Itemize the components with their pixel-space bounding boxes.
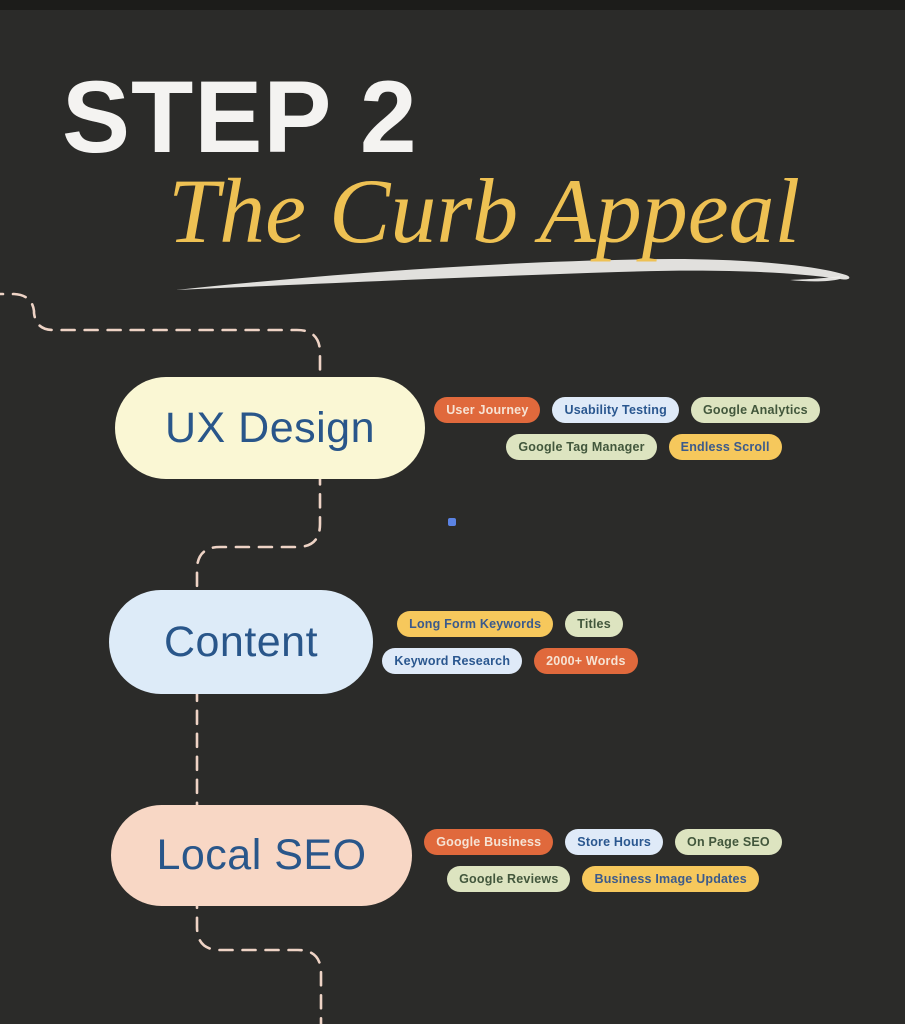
tag-titles: Titles [565,611,623,637]
tag-row: Keyword Research 2000+ Words [382,648,638,674]
tag-store-hours: Store Hours [565,829,664,855]
tag-long-form-keywords: Long Form Keywords [397,611,554,637]
tag-keyword-research: Keyword Research [382,648,523,674]
cursor-artifact-dot [448,518,456,526]
node-label: UX Design [164,403,376,452]
tag-google-tag-manager: Google Tag Manager [506,434,657,460]
node-content: Content [109,590,373,694]
node-local-seo: Local SEO [111,805,412,906]
tag-google-analytics: Google Analytics [690,397,820,423]
subtitle: The Curb Appeal [168,160,801,262]
tag-row: Google Reviews Business Image Updates [447,866,759,892]
tag-google-reviews: Google Reviews [447,866,571,892]
tag-2000-words: 2000+ Words [534,648,638,674]
tag-google-business: Google Business [424,829,554,855]
step-title: STEP 2 [62,60,418,174]
tag-on-page-seo: On Page SEO [675,829,782,855]
top-edge-strip [0,0,905,10]
chalk-underline-swoosh [176,259,850,290]
tag-row: Google Business Store Hours On Page SEO [424,829,782,855]
tag-row: Long Form Keywords Titles [397,611,623,637]
tag-endless-scroll: Endless Scroll [668,434,782,460]
tag-usability-testing: Usability Testing [552,397,679,423]
tag-row: User Journey Usability Testing Google Anal… [434,397,820,423]
node-label: Local SEO [156,831,367,879]
node-label: Content [163,617,319,666]
tag-business-image-updates: Business Image Updates [582,866,759,892]
tag-row: Google Tag Manager Endless Scroll [506,434,782,460]
tag-group-ux-design: User Journey Usability Testing Google Anal… [434,397,820,460]
node-ux-design: UX Design [115,377,425,479]
tag-user-journey: User Journey [434,397,541,423]
